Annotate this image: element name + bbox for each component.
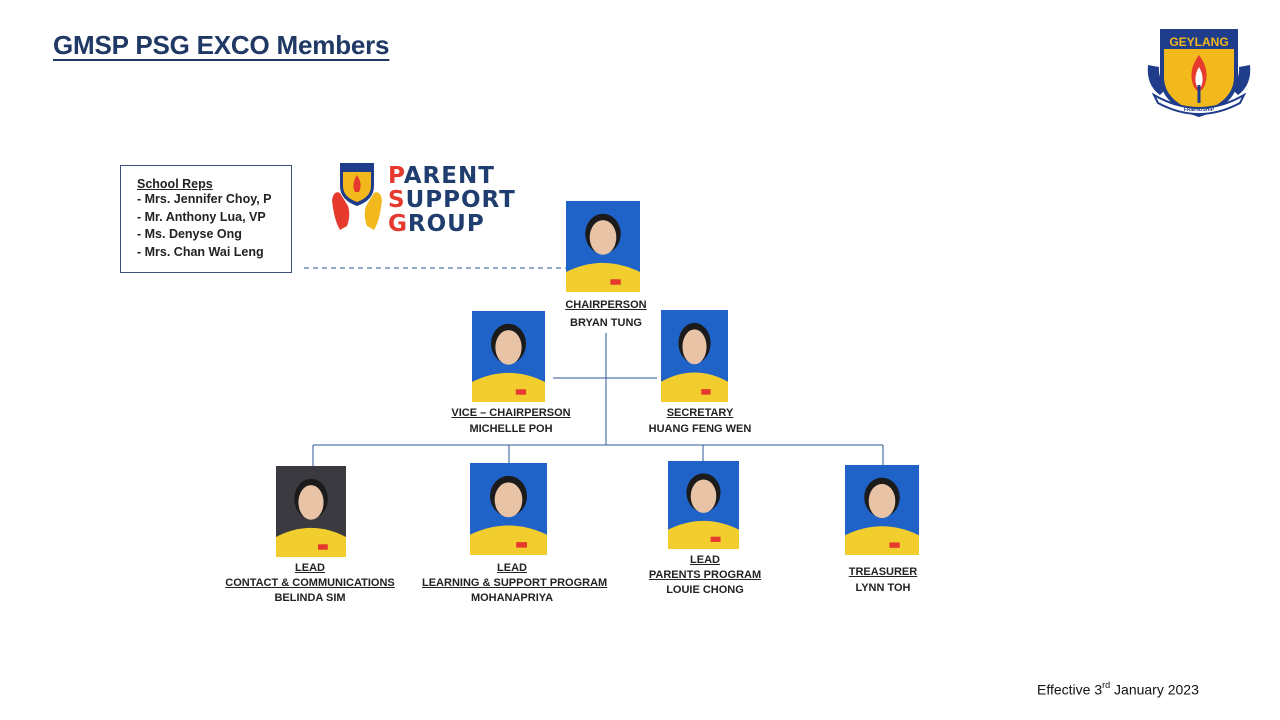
chairperson-photo [566, 201, 640, 292]
chairperson-caption: CHAIRPERSON BRYAN TUNG [556, 298, 656, 331]
role-label: LEAD [295, 562, 325, 574]
role-label: CHAIRPERSON [565, 299, 647, 311]
member-name: MICHELLE POH [469, 423, 553, 435]
member-name: BELINDA SIM [274, 592, 346, 604]
member-name: MOHANAPRIYA [470, 592, 554, 604]
role-subtitle: PARENTS PROGRAM [648, 569, 762, 581]
svg-text:P: P [388, 163, 406, 189]
school-crest-logo: GEYLANG FRIENDSHIP [1147, 29, 1251, 118]
psg-word-group: GROUP [388, 211, 485, 235]
lead-learning-photo [470, 463, 547, 555]
member-name: LOUIE CHONG [666, 584, 744, 596]
effective-date: Effective 3rd January 2023 [1037, 680, 1199, 698]
svg-text:G: G [388, 211, 408, 235]
role-label: TREASURER [848, 566, 918, 578]
psg-word-parent: PARENT [388, 163, 495, 189]
lead-contact-photo [276, 466, 346, 557]
school-reps-box: School Reps - Mrs. Jennifer Choy, P - Mr… [120, 165, 292, 273]
treasurer-photo [845, 465, 919, 555]
school-rep-item: - Mrs. Chan Wai Leng [137, 244, 264, 259]
role-label: LEAD [690, 554, 720, 566]
lead-contact-caption: LEAD CONTACT & COMMUNICATIONS BELINDA SI… [220, 561, 400, 606]
lead-learning-caption: LEAD LEARNING & SUPPORT PROGRAM MOHANAPR… [422, 561, 608, 606]
svg-text:S: S [388, 187, 406, 213]
secretary-photo [661, 310, 728, 402]
school-reps-title: School Reps [137, 177, 213, 191]
school-reps-list: - Mrs. Jennifer Choy, P - Mr. Anthony Lu… [137, 191, 291, 261]
lead-parents-photo [668, 461, 739, 549]
member-name: LYNN TOH [855, 582, 911, 594]
secretary-caption: SECRETARY HUANG FENG WEN [640, 406, 760, 437]
role-subtitle: LEARNING & SUPPORT PROGRAM [422, 577, 608, 589]
psg-word-support: SUPPORT [388, 187, 516, 213]
role-label: LEAD [497, 562, 527, 574]
role-label: SECRETARY [666, 407, 734, 419]
school-rep-item: - Mrs. Jennifer Choy, P [137, 192, 272, 206]
crest-text: GEYLANG [1169, 35, 1228, 49]
school-rep-item: - Mr. Anthony Lua, VP [137, 209, 266, 224]
role-label: VICE – CHAIRPERSON [451, 407, 571, 419]
treasurer-caption: TREASURER LYNN TOH [833, 565, 933, 596]
page-title: GMSP PSG EXCO Members [53, 30, 390, 60]
member-name: BRYAN TUNG [570, 317, 642, 329]
psg-logo: PARENT SUPPORT GROUP P S G [330, 160, 530, 237]
member-name: HUANG FENG WEN [648, 423, 752, 435]
crest-motto: FRIENDSHIP [1184, 107, 1215, 113]
lead-parents-caption: LEAD PARENTS PROGRAM LOUIE CHONG [640, 553, 770, 598]
vice-chairperson-photo [472, 311, 545, 402]
role-subtitle: CONTACT & COMMUNICATIONS [225, 577, 395, 589]
school-rep-item: - Ms. Denyse Ong [137, 227, 242, 241]
vice-chairperson-caption: VICE – CHAIRPERSON MICHELLE POH [441, 406, 581, 437]
